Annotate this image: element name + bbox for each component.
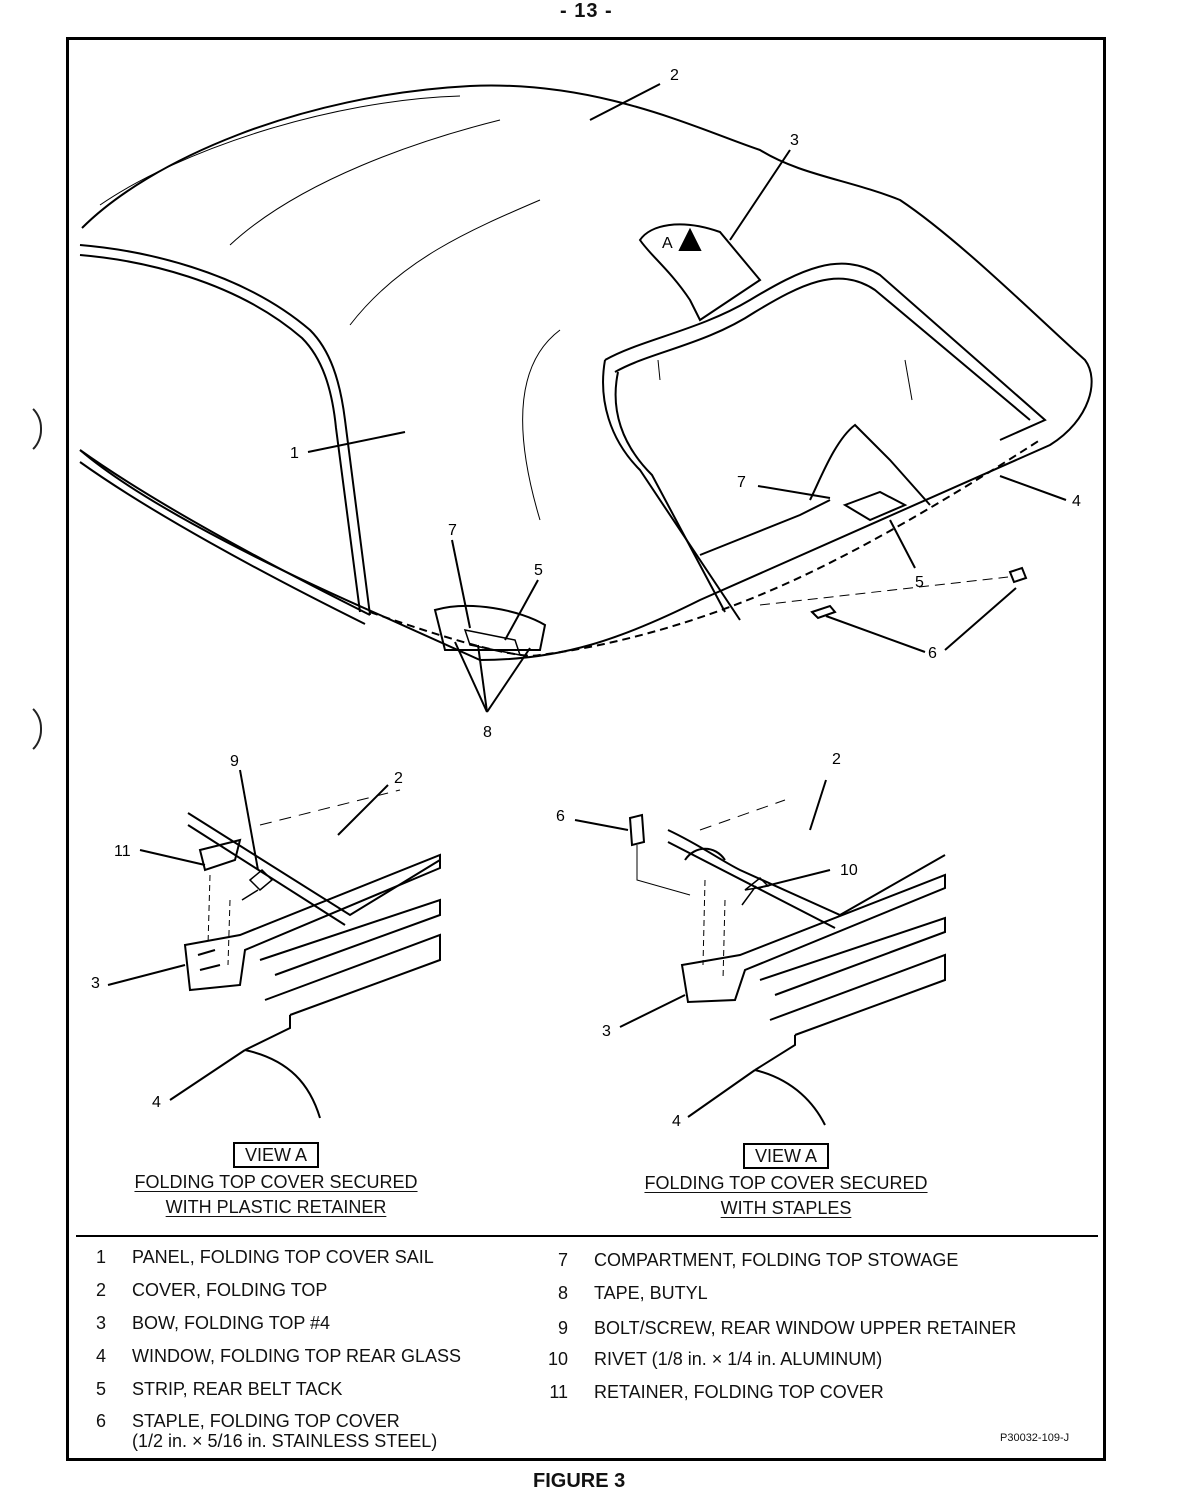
legend-number: 5: [95, 1379, 106, 1399]
legend-text: STAPLE, FOLDING TOP COVER: [132, 1411, 400, 1431]
legend-text: BOLT/SCREW, REAR WINDOW UPPER RETAINER: [594, 1318, 1017, 1338]
legend-text: RETAINER, FOLDING TOP COVER: [594, 1382, 884, 1402]
legend-text: PANEL, FOLDING TOP COVER SAIL: [132, 1247, 434, 1267]
view-caption-right: VIEW A FOLDING TOP COVER SECURED WITH ST…: [626, 1143, 946, 1221]
legend-subtext: (1/2 in. × 5/16 in. STAINLESS STEEL): [132, 1431, 438, 1451]
view-caption-line: WITH PLASTIC RETAINER: [165, 1197, 387, 1217]
legend-number: 4: [95, 1346, 106, 1366]
callout-6: 6: [928, 645, 937, 662]
legend-number: 11: [549, 1382, 568, 1402]
legend-separator: [76, 1235, 1098, 1237]
figure-label: FIGURE 3: [533, 1470, 626, 1492]
callout-2: 2: [832, 751, 841, 768]
legend-text: BOW, FOLDING TOP #4: [132, 1313, 331, 1333]
view-caption-line: FOLDING TOP COVER SECURED: [644, 1173, 928, 1193]
legend-number: 10: [547, 1349, 568, 1369]
callout-3: 3: [91, 975, 100, 992]
view-a-staples: 2 6 10 3 4: [556, 751, 946, 1130]
callout-3: 3: [790, 132, 799, 149]
callout-11: 11: [114, 843, 131, 860]
callout-9: 9: [230, 753, 239, 770]
callout-7: 7: [448, 522, 457, 539]
arrow-label: A: [662, 235, 673, 252]
callout-1: 1: [290, 445, 299, 462]
callout-8: 8: [483, 724, 492, 741]
callout-2: 2: [394, 770, 403, 787]
legend-number: 1: [95, 1247, 106, 1267]
page-number: - 13 -: [560, 0, 613, 22]
view-caption-line: FOLDING TOP COVER SECURED: [134, 1172, 418, 1192]
legend-number: 7: [557, 1250, 568, 1270]
callout-6: 6: [556, 808, 565, 825]
view-a-label: VIEW A: [742, 1143, 829, 1169]
callout-10: 10: [840, 862, 858, 879]
main-view: A 2 3 1 7 4 7 5 5 6 8: [79, 67, 1093, 741]
callout-3: 3: [602, 1023, 611, 1040]
legend-text: TAPE, BUTYL: [594, 1283, 708, 1303]
view-caption-left: VIEW A FOLDING TOP COVER SECURED WITH PL…: [116, 1142, 436, 1220]
legend-number: 8: [557, 1283, 568, 1303]
callout-4: 4: [672, 1113, 681, 1130]
callout-5: 5: [915, 574, 924, 591]
legend-number: 6: [95, 1411, 106, 1431]
callout-4: 4: [1072, 493, 1081, 510]
binder-hole: [0, 700, 42, 758]
legend-text: RIVET (1/8 in. × 1/4 in. ALUMINUM): [594, 1349, 883, 1369]
legend-text: COVER, FOLDING TOP: [132, 1280, 328, 1300]
view-caption-line: WITH STAPLES: [720, 1198, 852, 1218]
callout-2: 2: [670, 67, 679, 84]
callout-7: 7: [737, 474, 746, 491]
callout-4: 4: [152, 1094, 161, 1111]
legend-number: 3: [95, 1313, 106, 1333]
callout-5: 5: [534, 562, 543, 579]
figure-frame: [66, 37, 1106, 1461]
legend-text: STRIP, REAR BELT TACK: [132, 1379, 343, 1399]
view-a-plastic-retainer: 9 2 11 3 4: [91, 753, 441, 1119]
legend-text: WINDOW, FOLDING TOP REAR GLASS: [132, 1346, 462, 1366]
drawing-code: P30032-109-J: [1000, 1432, 1070, 1444]
view-a-label: VIEW A: [232, 1142, 319, 1168]
binder-hole: [0, 400, 42, 458]
legend-number: 9: [557, 1318, 568, 1338]
legend-text: COMPARTMENT, FOLDING TOP STOWAGE: [594, 1250, 959, 1270]
legend-number: 2: [95, 1280, 106, 1300]
